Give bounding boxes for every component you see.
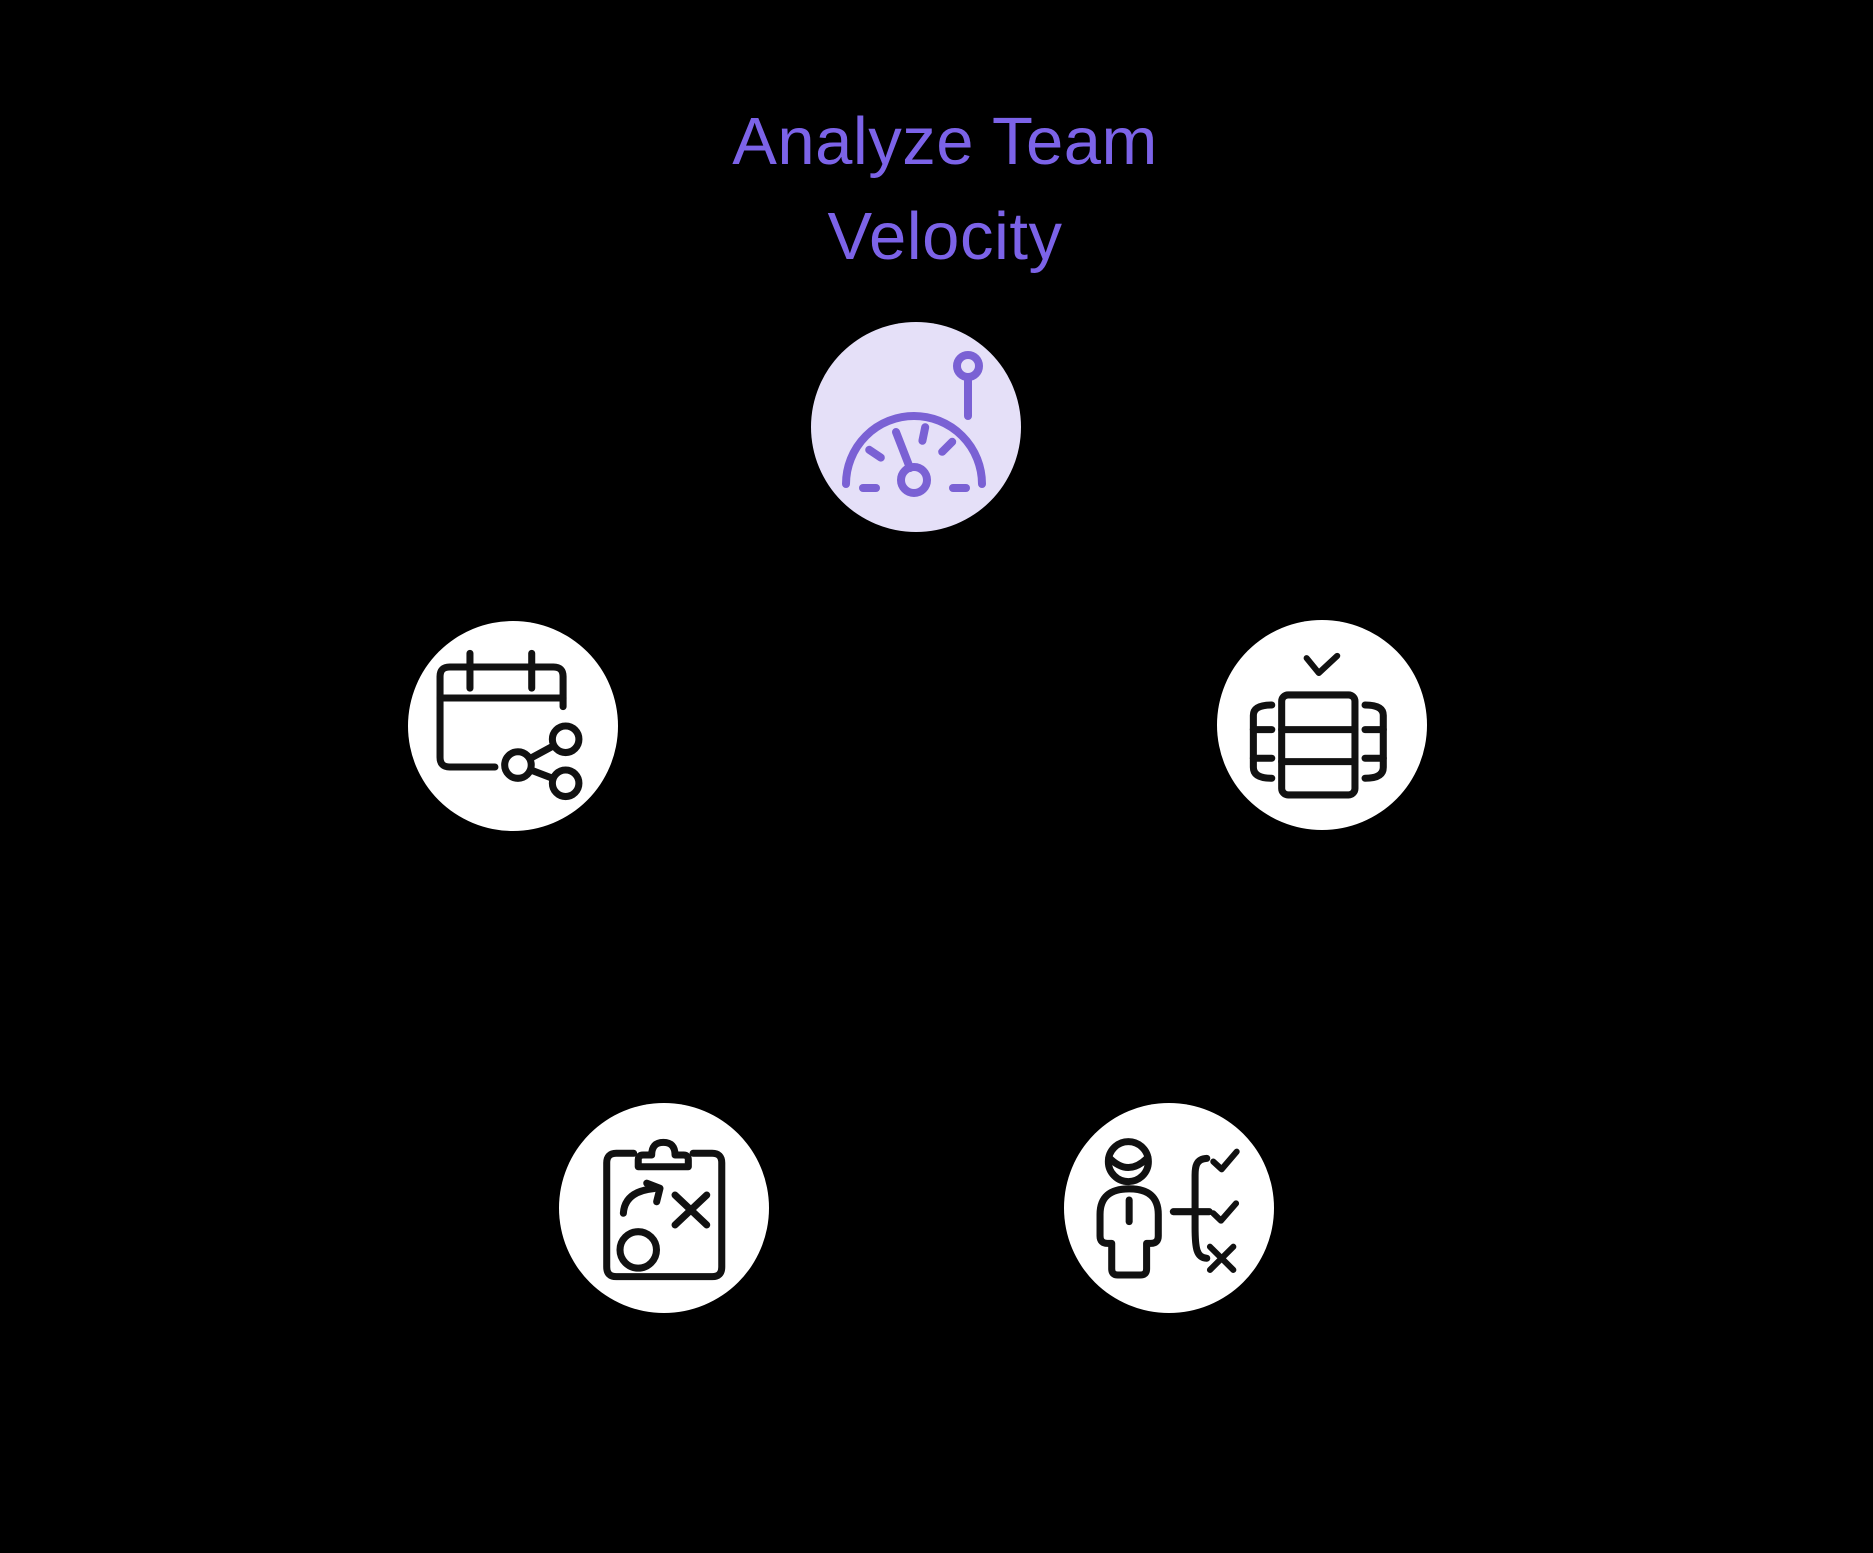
table-check-icon xyxy=(1249,652,1387,799)
node-clipboard-strategy[interactable] xyxy=(559,1103,769,1313)
calendar-share-icon xyxy=(436,649,583,801)
person-checklist-icon xyxy=(1096,1138,1240,1279)
node-analyze-team-velocity[interactable] xyxy=(811,322,1021,532)
node-table-check[interactable] xyxy=(1217,620,1427,830)
speedometer-icon xyxy=(842,351,986,497)
clipboard-strategy-icon xyxy=(603,1138,726,1281)
node-person-checklist[interactable] xyxy=(1064,1103,1274,1313)
node-calendar-share[interactable] xyxy=(408,621,618,831)
page-title: Analyze Team Velocity xyxy=(732,104,1158,274)
